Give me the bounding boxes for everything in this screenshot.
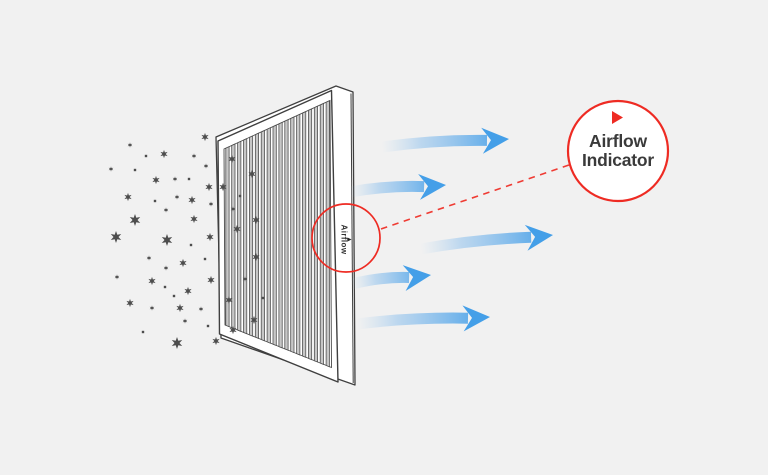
dust-particle (219, 182, 227, 192)
filter-pleat (266, 127, 271, 344)
filter-front-face (217, 89, 339, 383)
dust-particle (207, 275, 215, 285)
filter-pleat (237, 140, 242, 332)
dust-particle (163, 207, 169, 213)
dust-particle (110, 231, 122, 243)
dust-particle (160, 149, 168, 159)
dust-particle (228, 154, 236, 164)
airflow-arrow-head (524, 224, 553, 251)
indicator-arrow-icon (612, 111, 623, 124)
filter-pleat (278, 121, 283, 349)
dust-particle (248, 169, 256, 179)
dust-particle (233, 224, 241, 234)
airflow-arrow-body (420, 231, 532, 255)
dust-particle (250, 315, 258, 325)
filter-pleat (302, 111, 307, 358)
filter-pleat (260, 129, 265, 342)
dust-particle (179, 258, 187, 268)
filter-pleat (296, 113, 301, 356)
filter-pleat (319, 102, 324, 365)
filter-pleat (308, 108, 313, 361)
indicator-circle (566, 99, 670, 203)
filter-pleat (313, 105, 318, 363)
dust-particle (161, 234, 173, 246)
filter-pleat (243, 138, 248, 335)
dust-particle (212, 336, 220, 346)
dust-particle (144, 154, 148, 158)
dust-particle (252, 215, 260, 225)
filter-pleat-frame (223, 99, 332, 369)
dust-particle (208, 201, 214, 207)
filter-pleat (284, 119, 289, 351)
dust-particle (146, 255, 152, 261)
airflow-arrow-body (356, 312, 469, 330)
dust-particle (149, 305, 155, 311)
dust-particle (201, 132, 209, 142)
airflow-arrow-head (481, 127, 509, 154)
airflow-arrow-head (402, 265, 431, 291)
dust-particle (198, 306, 204, 312)
dust-particle (188, 195, 196, 205)
dust-particle (182, 318, 188, 324)
dust-particle (163, 265, 169, 271)
filter-pleat (231, 143, 236, 330)
dust-particle (124, 192, 132, 202)
dust-particle (108, 166, 114, 172)
dust-particle (229, 325, 237, 335)
dust-particle (206, 232, 214, 242)
airflow-arrow-head (418, 174, 446, 200)
dust-particle (174, 194, 180, 200)
dust-particle (176, 303, 184, 313)
dust-particle (190, 214, 198, 224)
dust-particle (206, 324, 210, 328)
dust-particle (127, 142, 133, 148)
callout-dashed-line (380, 164, 570, 230)
dust-particle (203, 163, 209, 169)
dust-particle (152, 175, 160, 185)
dust-particle (184, 286, 192, 296)
air-filter (215, 85, 356, 386)
dust-particle (242, 276, 248, 282)
dust-particle (163, 285, 167, 289)
dust-particles-layer (108, 132, 265, 349)
dust-particle (172, 176, 178, 182)
filter-pleat (254, 132, 259, 339)
dust-particle (133, 168, 137, 172)
filter-pleats (225, 100, 330, 368)
filter-pleat (290, 116, 295, 354)
airflow-arrow-body (381, 134, 488, 153)
dust-particle (187, 177, 191, 181)
dust-particle (203, 257, 207, 261)
dust-particle (205, 182, 213, 192)
dust-particle (172, 294, 176, 298)
dust-particle (189, 243, 193, 247)
dust-particle (225, 295, 233, 305)
dust-particle (261, 296, 265, 300)
dust-particle (238, 194, 242, 198)
filter-pleat (272, 124, 277, 347)
airflow-arrow-body (350, 271, 410, 290)
filter-pleat (249, 135, 254, 337)
dust-particle (191, 153, 197, 159)
filter-pleat (325, 100, 330, 368)
dust-particle (153, 199, 157, 203)
airflow-arrows (349, 127, 553, 332)
dust-particle (141, 330, 145, 334)
dust-particle (114, 274, 120, 280)
dust-particle (252, 252, 260, 262)
airflow-arrow-head (462, 305, 490, 332)
dust-particle (126, 298, 134, 308)
highlight-circle (311, 203, 381, 273)
filter-pleat (225, 146, 230, 328)
filter-side-edge-line (350, 93, 354, 384)
dust-particle (129, 214, 141, 226)
dust-particle (148, 276, 156, 286)
dust-particle (230, 206, 236, 212)
dust-particle (171, 337, 183, 349)
airflow-arrow-body (349, 180, 425, 198)
